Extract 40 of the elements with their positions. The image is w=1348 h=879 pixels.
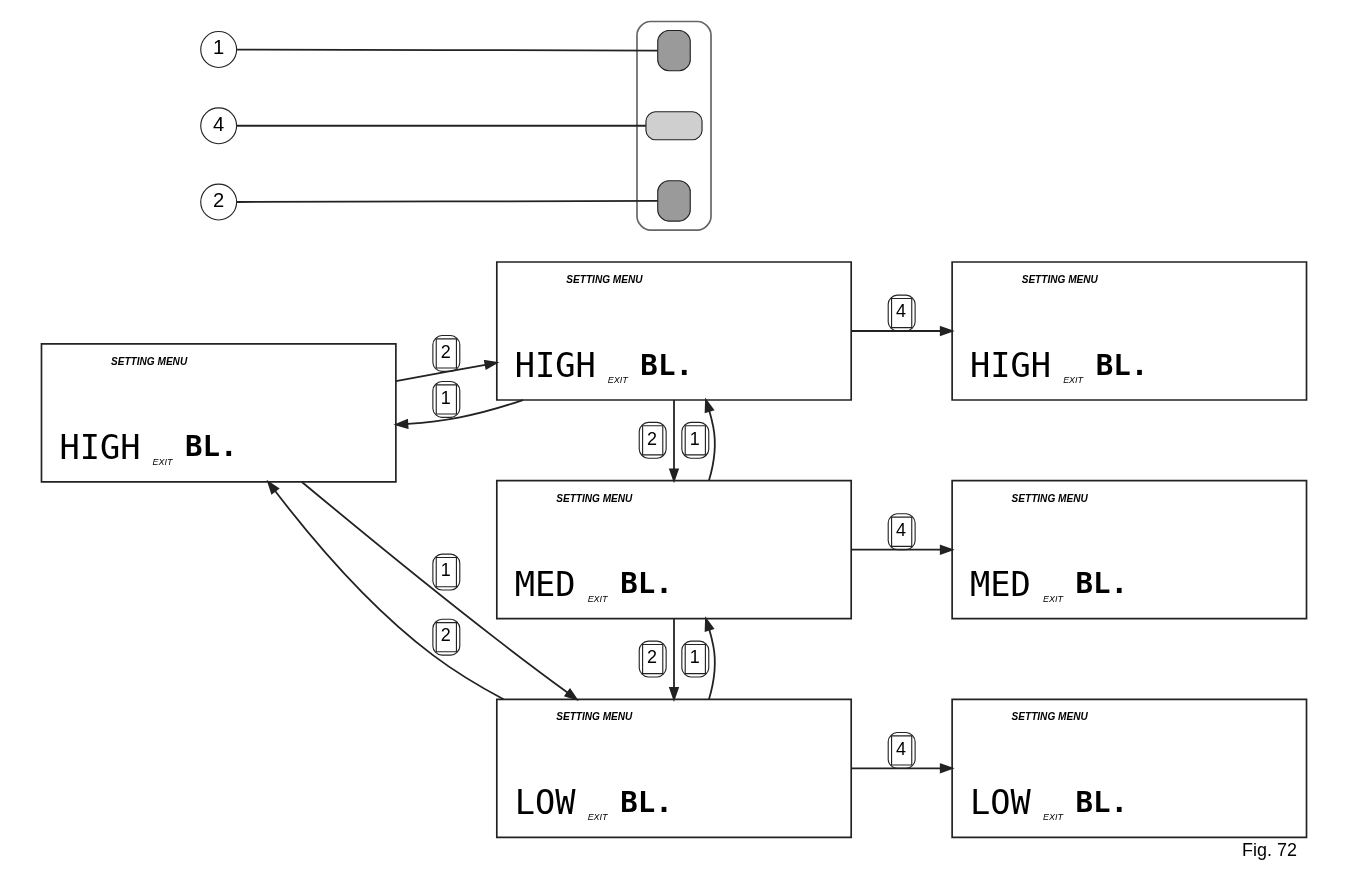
node-box: SETTING MENU HIGH EXIT BL. bbox=[951, 261, 1308, 401]
edge-label: 2 bbox=[647, 428, 658, 449]
arrow bbox=[266, 479, 505, 701]
arrow bbox=[395, 359, 500, 382]
arrow bbox=[850, 544, 955, 555]
node-circle: 2 bbox=[200, 183, 238, 221]
node-box: SETTING MENU LOW EXIT BL. bbox=[495, 698, 853, 839]
edge-label: 2 bbox=[440, 341, 451, 362]
arrow bbox=[301, 481, 579, 701]
node-circle: 4 bbox=[200, 107, 238, 145]
edge-label: 1 bbox=[440, 387, 451, 408]
node-box: SETTING MENU HIGH EXIT BL. bbox=[495, 261, 853, 401]
node-box bbox=[645, 111, 703, 141]
edge-label: 4 bbox=[896, 738, 907, 759]
arrow bbox=[668, 617, 680, 702]
edge-label: 4 bbox=[896, 520, 907, 540]
node-box: SETTING MENU MED EXIT BL. bbox=[495, 479, 853, 620]
arrow bbox=[668, 399, 680, 484]
edge-label: 2 bbox=[440, 625, 451, 646]
cluster bbox=[636, 20, 712, 231]
arrow bbox=[704, 397, 716, 482]
arrow bbox=[850, 325, 955, 337]
connector bbox=[236, 124, 647, 127]
connector bbox=[236, 48, 659, 52]
edge-label: 1 bbox=[440, 560, 451, 581]
node-box: SETTING MENU LOW EXIT BL. bbox=[951, 698, 1308, 839]
connector bbox=[236, 200, 659, 203]
edge-label: 1 bbox=[689, 428, 700, 449]
caption: Fig. 72 bbox=[1242, 840, 1297, 861]
arrow bbox=[393, 399, 524, 430]
node-box: SETTING MENU MED EXIT BL. bbox=[951, 479, 1308, 620]
node-box bbox=[657, 180, 691, 222]
node-box bbox=[657, 29, 691, 72]
edge-label: 2 bbox=[647, 647, 658, 668]
arrow bbox=[850, 763, 955, 774]
edge-label: 4 bbox=[896, 301, 907, 322]
node-circle: 1 bbox=[200, 31, 238, 68]
edge-label: 1 bbox=[689, 647, 700, 668]
node-box: SETTING MENU HIGH EXIT BL. bbox=[40, 343, 397, 483]
arrow bbox=[704, 616, 716, 701]
